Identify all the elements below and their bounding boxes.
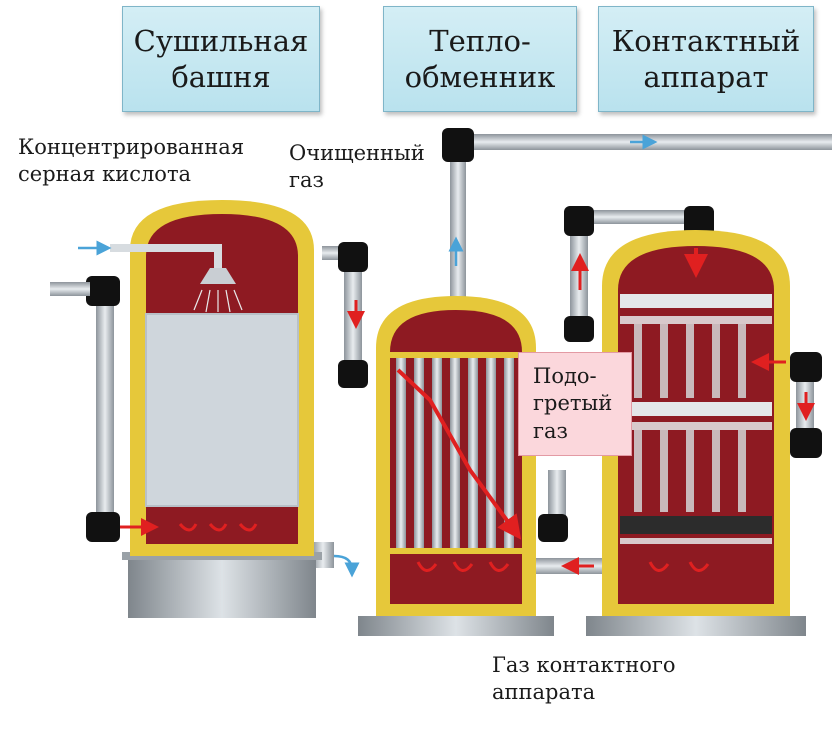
label-heated-gas: Подо- гретый газ (518, 352, 632, 456)
label-concentrated-acid: Концентрированная серная кислота (18, 135, 245, 187)
header-contact-apparatus: Контактный аппарат (598, 6, 814, 112)
header-heat-exchanger: Тепло- обменник (383, 6, 577, 112)
label-purified-gas: Очищенный газ (289, 141, 425, 193)
contact-apparatus (561, 230, 815, 636)
drying-tower (78, 200, 360, 618)
label-contact-apparatus-gas: Газ контактного аппарата (492, 653, 676, 705)
header-drying-tower: Сушильная башня (122, 6, 320, 112)
heat-exchanger (347, 134, 658, 636)
